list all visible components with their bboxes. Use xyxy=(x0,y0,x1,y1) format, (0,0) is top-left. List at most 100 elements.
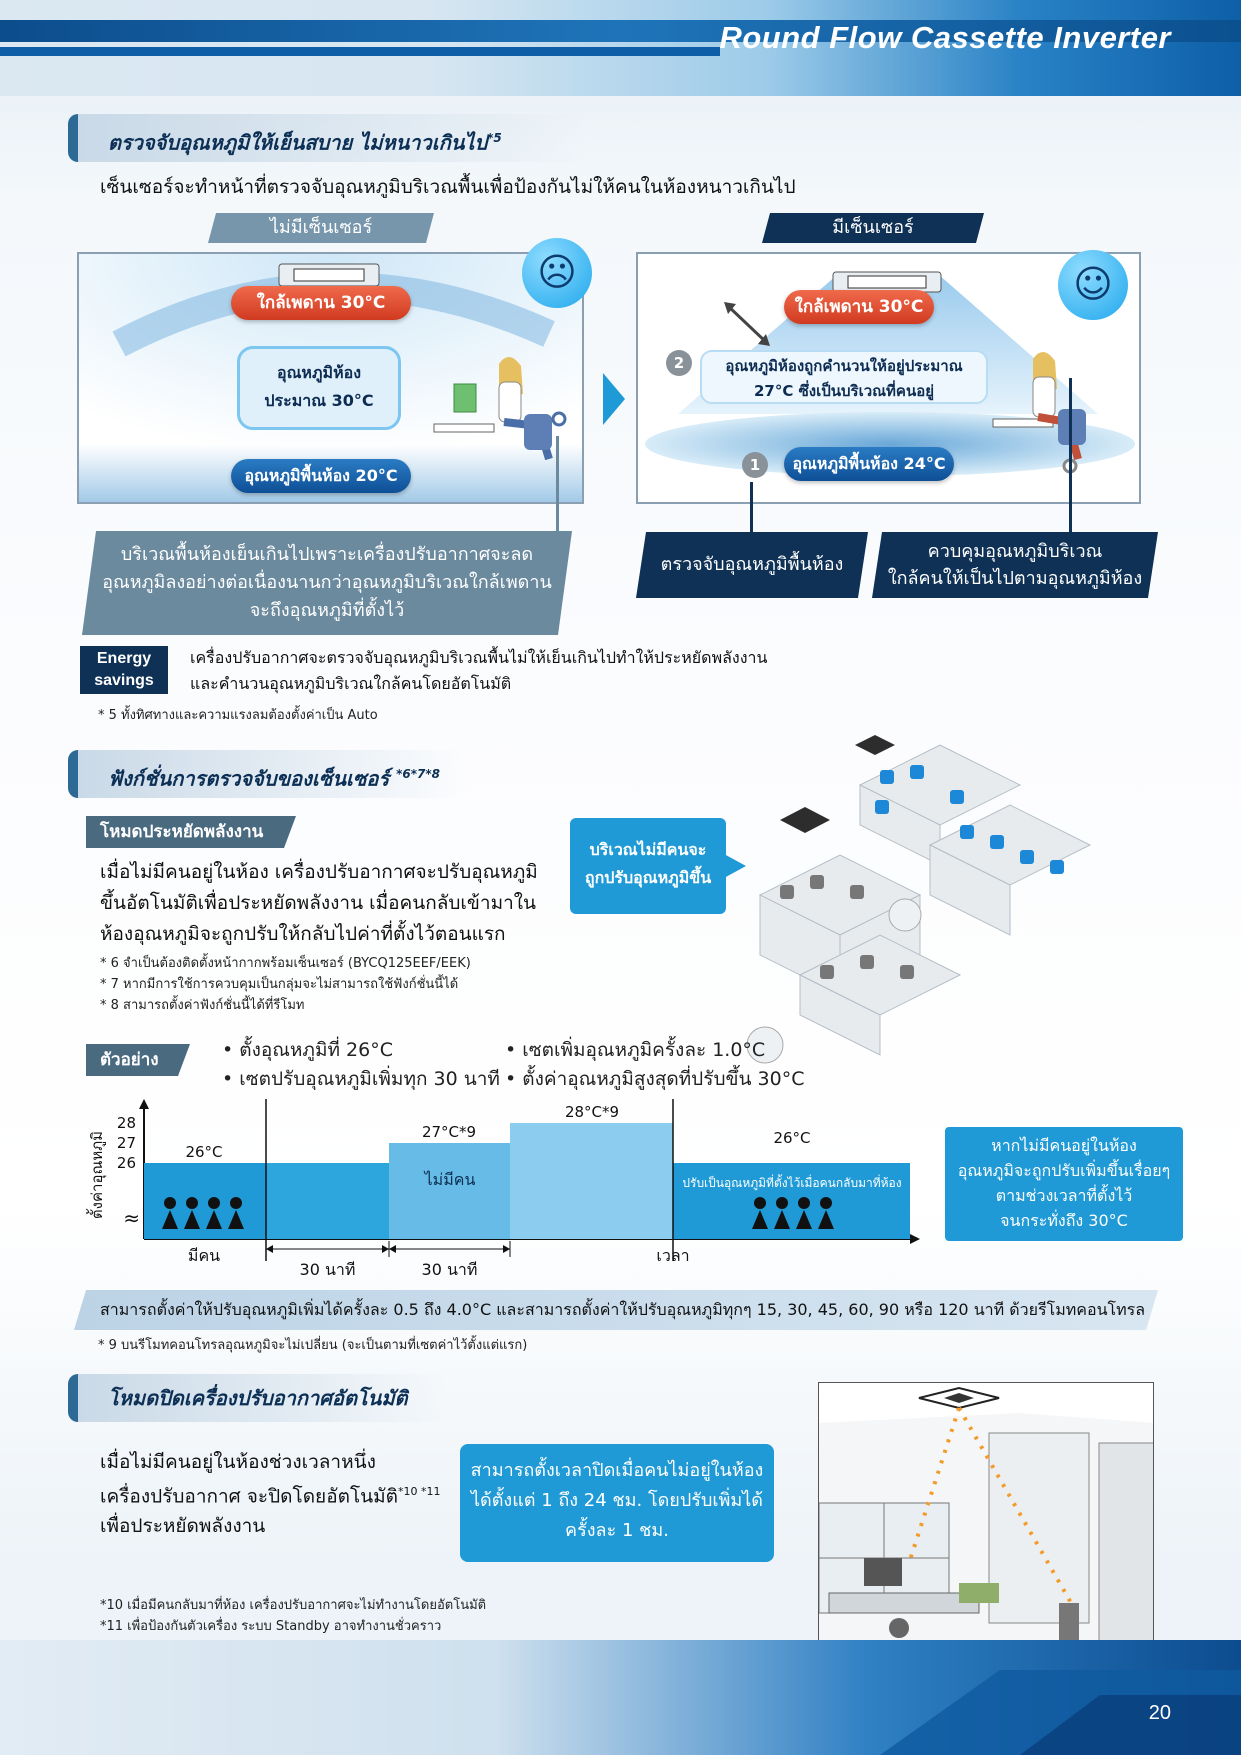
connector-line-1 xyxy=(750,482,753,532)
example-bullets-left: • ตั้งอุณหภูมิที่ 26°C • เซตปรับอุณหภูมิ… xyxy=(222,1036,500,1094)
interval-label: 30 นาที xyxy=(300,1260,356,1275)
axis-break-mark: ≈ xyxy=(123,1206,140,1230)
interval-arrow xyxy=(389,1245,396,1253)
person-icon xyxy=(186,1197,198,1209)
x-label-occupied: มีคน xyxy=(188,1246,220,1265)
step-badge-1: 1 xyxy=(742,452,768,478)
bullet-item: • ตั้งค่าอุณหภูมิสูงสุดที่ปรับขึ้น 30°C xyxy=(505,1068,805,1090)
desc-line3: เพื่อประหยัดพลังงาน xyxy=(100,1515,266,1538)
example-bullets-right: • เซตเพิ่มอุณหภูมิครั้งละ 1.0°C • ตั้งค่… xyxy=(505,1036,804,1094)
interval-arrow xyxy=(503,1245,510,1253)
desc-line2: ขึ้นอัตโนมัติเพื่อประหยัดพลังงาน เมื่อคน… xyxy=(100,892,537,914)
page-number: 20 xyxy=(1148,1702,1171,1724)
note-line3: ตามช่วงเวลาที่ตั้งไว้ xyxy=(995,1186,1133,1205)
data-label: 26°C xyxy=(773,1129,810,1147)
bullet-item: • เซตเพิ่มอุณหภูมิครั้งละ 1.0°C xyxy=(505,1039,766,1061)
energy-line2: และคำนวนอุณหภูมิบริเวณใกล้คนโดยอัตโนมัติ xyxy=(190,674,512,693)
room-temp-line2: ประมาณ 30°C xyxy=(264,391,374,410)
header-stripe xyxy=(0,20,1241,42)
person-icon xyxy=(774,1210,790,1229)
page-title: Round Flow Cassette Inverter xyxy=(719,20,1171,55)
energy-mode-tag: โหมดประหยัดพลังงาน xyxy=(86,816,296,848)
footnote-11: *11 เพื่อป้องกันตัวเครื่อง ระบบ Standby … xyxy=(100,1619,442,1634)
y-tick-label: 27 xyxy=(117,1134,136,1152)
person-icon xyxy=(162,1210,178,1229)
energy-savings-badge: Energy savings xyxy=(80,646,168,694)
page-header: Round Flow Cassette Inverter xyxy=(0,0,1241,96)
person-icon xyxy=(208,1197,220,1209)
callout-line1: สามารถตั้งเวลาปิดเมื่อคนไม่อยู่ในห้อง xyxy=(470,1460,764,1481)
y-tick-label: 28 xyxy=(117,1114,136,1132)
caption-control-near-person: ควบคุมอุณหภูมิบริเวณ ใกล้คนให้เป็นไปตามอ… xyxy=(872,532,1158,598)
caption-line2: อุณหภูมิลงอย่างต่อเนื่องนานกว่าอุณหภูมิบ… xyxy=(102,572,552,593)
x-axis-title: เวลา xyxy=(656,1246,689,1265)
chart-svg: 262728≈ตั้งค่าอุณหภูมิ26°C27°C*928°C*926… xyxy=(86,1099,920,1279)
callout-line2: ได้ตั้งแต่ 1 ถึง 24 ชม. โดยปรับเพิ่มได้ xyxy=(470,1490,764,1511)
person-icon xyxy=(796,1210,812,1229)
cold-face-icon: ☹ xyxy=(522,238,592,308)
callout-pointer xyxy=(724,854,746,878)
chart-bar xyxy=(510,1123,673,1239)
ceiling-temp-label-left: ใกล้เพดาน 30°C xyxy=(231,286,411,320)
chart-bar xyxy=(389,1143,510,1239)
floor-temp-label-right: อุณหภูมิพื้นห้อง 24°C xyxy=(784,447,954,481)
footnotes-6-8: * 6 จำเป็นต้องติดตั้งหน้ากากพร้อมเซ็นเซอ… xyxy=(100,953,471,1016)
panel-without-sensor: ใกล้เพดาน 30°C อุณหภูมิห้อง ประมาณ 30°C … xyxy=(77,252,584,504)
caption-line1: ควบคุมอุณหภูมิบริเวณ xyxy=(927,541,1103,562)
chart-bar xyxy=(266,1163,389,1239)
person-icon xyxy=(184,1210,200,1229)
section3-title: โหมดปิดเครื่องปรับอากาศอัตโนมัติ xyxy=(68,1374,448,1422)
person-icon xyxy=(752,1210,768,1229)
floor-temp-label-left: อุณหภูมิพื้นห้อง 20°C xyxy=(231,459,411,493)
auto-off-callout: สามารถตั้งเวลาปิดเมื่อคนไม่อยู่ในห้อง ได… xyxy=(460,1444,774,1562)
room-temp-line2: 27°C ซึ่งเป็นบริเวณที่คนอยู่ xyxy=(753,382,935,400)
return-label: ปรับเป็นอุณหภูมิที่ตั้งไว้เมื่อคนกลับมาท… xyxy=(682,1174,901,1191)
person-icon xyxy=(818,1210,834,1229)
room-temp-line1: อุณหภูมิห้องถูกคำนวนให้อยู่ประมาณ xyxy=(725,357,963,375)
desc-line2: เครื่องปรับอากาศ จะปิดโดยอัตโนมัติ*10 *1… xyxy=(100,1477,441,1511)
tag-no-sensor: ไม่มีเซ็นเซอร์ xyxy=(208,213,434,243)
data-label: 27°C*9 xyxy=(422,1123,476,1141)
desc-line3: ห้องอุณหภูมิจะถูกปรับให้กลับไปค่าที่ตั้ง… xyxy=(100,923,506,945)
bullet-item: • ตั้งอุณหภูมิที่ 26°C xyxy=(222,1039,393,1061)
footnote-8: * 8 สามารถตั้งค่าฟังก์ชั่นนี้ได้ที่รีโมท xyxy=(100,998,305,1013)
note-line4: จนกระทั่งถึง 30°C xyxy=(1000,1211,1128,1230)
header-stripe-thin xyxy=(0,47,720,56)
person-icon xyxy=(164,1197,176,1209)
unoccupied-area-callout: บริเวณไม่มีคนจะ ถูกปรับอุณหภูมิขึ้น xyxy=(570,818,726,914)
badge-line2: savings xyxy=(94,672,154,689)
tag-with-sensor: มีเซ็นเซอร์ xyxy=(762,213,984,243)
absent-label: ไม่มีคน xyxy=(423,1170,476,1189)
desc-line2-sup: *10 *11 xyxy=(398,1485,441,1498)
room-auto-off-illustration xyxy=(818,1382,1154,1646)
caption-detect-floor: ตรวจจับอุณหภูมิพื้นห้อง xyxy=(636,532,868,598)
footnotes-10-11: *10 เมื่อมีคนกลับมาที่ห้อง เครื่องปรับอา… xyxy=(100,1595,486,1637)
interval-arrow xyxy=(382,1245,389,1253)
example-tag: ตัวอย่าง xyxy=(86,1044,190,1076)
caption-line2: ใกล้คนให้เป็นไปตามอุณหภูมิห้อง xyxy=(887,568,1143,589)
desc-line2-text: เครื่องปรับอากาศ จะปิดโดยอัตโนมัติ xyxy=(100,1485,398,1508)
y-axis-label: ตั้งค่าอุณหภูมิ xyxy=(86,1131,107,1219)
interval-label: 30 นาที xyxy=(422,1260,478,1275)
footnote-6: * 6 จำเป็นต้องติดตั้งหน้ากากพร้อมเซ็นเซอ… xyxy=(100,956,471,971)
person-icon xyxy=(230,1197,242,1209)
person-icon xyxy=(820,1197,832,1209)
energy-line1: เครื่องปรับอากาศจะตรวจจับอุณหภูมิบริเวณพ… xyxy=(190,648,768,667)
footnote-9: * 9 บนรีโมทคอนโทรลอุณหภูมิจะไม่เปลี่ยน (… xyxy=(98,1338,528,1353)
badge-line1: Energy xyxy=(96,650,152,667)
ceiling-temp-label-right: ใกล้เพดาน 30°C xyxy=(784,290,934,324)
footnote-7: * 7 หากมีการใช้การควบคุมเป็นกลุ่มจะไม่สา… xyxy=(100,977,459,992)
office-illustration xyxy=(746,735,1092,1064)
callout-line3: ครั้งละ 1 ชม. xyxy=(565,1520,669,1541)
x-axis-arrow xyxy=(910,1234,920,1244)
note-line2: อุณหภูมิจะถูกปรับเพิ่มขึ้นเรื่อยๆ xyxy=(957,1161,1171,1180)
section1-title: ตรวจจับอุณหภูมิให้เย็นสบาย ไม่หนาวเกินไป… xyxy=(68,114,588,162)
y-tick-label: 26 xyxy=(117,1154,136,1172)
data-label: 26°C xyxy=(185,1143,222,1161)
desc-line1: เมื่อไม่มีคนอยู่ในห้อง เครื่องปรับอากาศจ… xyxy=(100,861,538,883)
connector-line-2 xyxy=(1069,378,1072,532)
person-icon xyxy=(206,1210,222,1229)
callout-line2: ถูกปรับอุณหภูมิขึ้น xyxy=(584,868,712,887)
footnote-10: *10 เมื่อมีคนกลับมาที่ห้อง เครื่องปรับอา… xyxy=(100,1598,487,1613)
